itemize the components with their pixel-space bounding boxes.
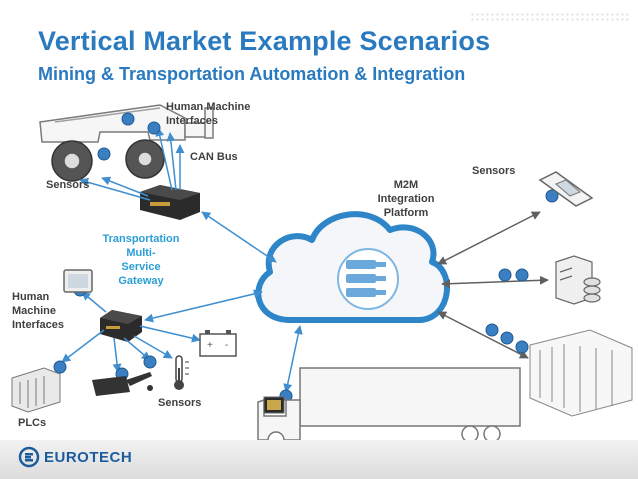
connector-plugs-icon <box>346 260 386 297</box>
svg-text:+: + <box>207 340 213 351</box>
left-gateway-device-icon <box>100 310 142 342</box>
plc-rack-icon <box>11 367 61 413</box>
slide-subtitle: Mining & Transportation Automation & Int… <box>38 64 466 84</box>
sensors-truck-label: Sensors <box>46 179 90 191</box>
slide-title: Vertical Market Example Scenarios <box>38 26 491 56</box>
network-diagram: + - <box>11 104 633 440</box>
semi-truck-icon <box>257 367 521 440</box>
handheld-sensor-icon <box>538 171 594 207</box>
mining-truck-icon <box>39 104 214 182</box>
can-bus-label: CAN Bus <box>190 151 238 163</box>
truck-gateway-device-icon <box>140 185 200 220</box>
eurotech-logo: EUROTECH <box>18 446 132 468</box>
m2m-platform-label: M2M Integration Platform <box>377 179 435 219</box>
eurotech-logo-icon <box>18 446 40 468</box>
footer-bar <box>0 440 638 479</box>
gateway-label: Transportation Multi- Service Gateway <box>102 233 180 287</box>
hmi-top-label: Human Machine Interfaces <box>166 101 251 127</box>
truck-hmi-monitor-icon <box>263 396 285 414</box>
decorative-dot-rule <box>470 12 630 22</box>
hmi-left-label: Human Machine Interfaces <box>12 291 64 331</box>
svg-text:-: - <box>225 340 228 351</box>
battery-icon: + - <box>199 330 237 357</box>
connection-lines <box>61 127 549 393</box>
hmi-monitor-icon <box>63 269 93 293</box>
server-icon <box>555 255 601 305</box>
data-center-icon <box>529 329 633 417</box>
eurotech-logo-text: EUROTECH <box>44 448 133 466</box>
sensors-right-label: Sensors <box>472 165 516 177</box>
oil-can-icon <box>92 372 153 396</box>
thermometer-icon <box>174 355 189 390</box>
sensors-bottom-label: Sensors <box>158 397 202 409</box>
plcs-label: PLCs <box>18 417 47 429</box>
m2m-cloud-icon <box>255 211 450 323</box>
